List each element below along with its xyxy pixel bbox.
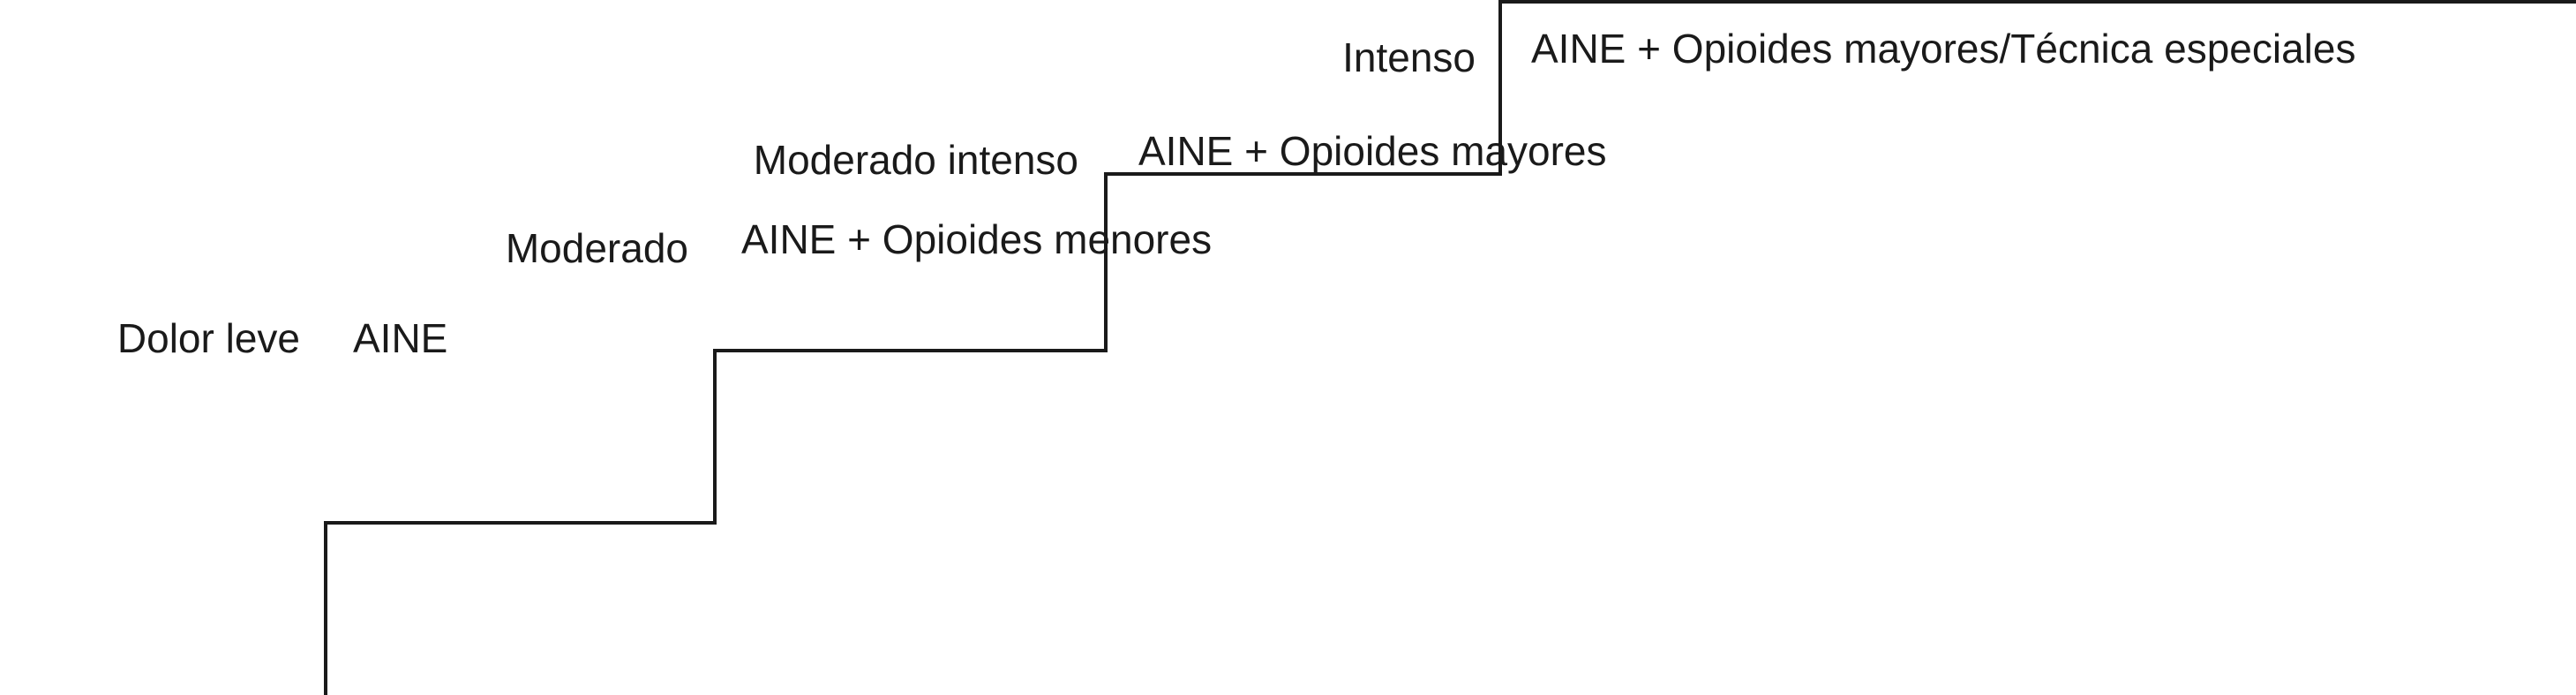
- step-3-treatment-label: AINE + Opioides mayores: [1138, 128, 1607, 174]
- step-4-severity-label: Intenso: [1342, 34, 1476, 80]
- step-2-treatment-label: AINE + Opioides menores: [741, 216, 1213, 262]
- step-4-treatment-label: AINE + Opioides mayores/Técnica especial…: [1531, 26, 2356, 72]
- step-1-treatment-label: AINE: [353, 315, 448, 361]
- step-3-severity-label: Moderado intenso: [753, 137, 1078, 183]
- staircase-polyline: [324, 0, 2576, 695]
- step-2-severity-label: Moderado: [505, 225, 688, 271]
- step-1-severity-label: Dolor leve: [116, 315, 300, 361]
